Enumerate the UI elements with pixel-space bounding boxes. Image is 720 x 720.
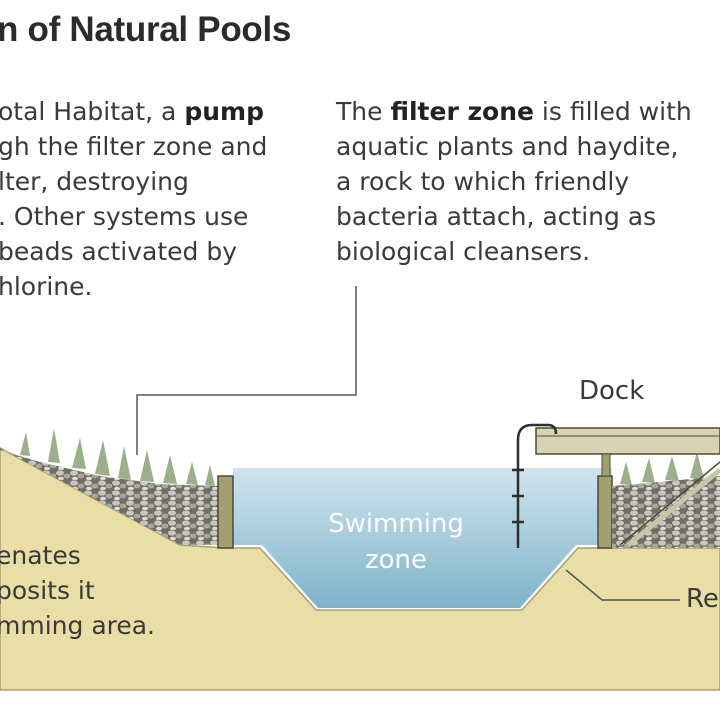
diagram-title: n of Natural Pools bbox=[0, 10, 292, 49]
oxygen-text-line-3: mming area. bbox=[0, 611, 156, 640]
pump-text-line-6: hlorine. bbox=[0, 272, 93, 301]
pump-term: pump bbox=[184, 97, 264, 126]
filter-text-line-1: The filter zone is filled with bbox=[336, 97, 692, 126]
oxygen-text-line-2: posits it bbox=[0, 576, 95, 605]
left-wall bbox=[217, 475, 234, 549]
right-aquatic-plants bbox=[620, 452, 704, 485]
left-aquatic-plants bbox=[20, 428, 215, 486]
regeneration-zone-label: Re bbox=[686, 584, 719, 614]
pump-text-line-5: beads activated by bbox=[0, 237, 238, 266]
pump-text-line-4: . Other systems use bbox=[0, 202, 249, 231]
right-wall bbox=[597, 475, 613, 549]
dock-label: Dock bbox=[579, 376, 645, 406]
pump-description: otal Habitat, a pump gh the filter zone … bbox=[0, 94, 267, 304]
filter-zone-leader-line bbox=[136, 286, 357, 455]
filter-text-line-3: a rock to which friendly bbox=[336, 167, 630, 196]
swimming-zone-label: Swimming zone bbox=[328, 509, 464, 575]
filter-zone-description: The filter zone is filled with aquatic p… bbox=[336, 94, 692, 269]
pump-text-line-3: lter, destroying bbox=[0, 167, 189, 196]
filter-text-line-2: aquatic plants and haydite, bbox=[336, 132, 679, 161]
dock bbox=[535, 427, 720, 547]
filter-text-line-4: bacteria attach, acting as bbox=[336, 202, 657, 231]
pump-text-line-1: otal Habitat, a pump bbox=[0, 97, 264, 126]
left-filter-rocks bbox=[0, 448, 218, 545]
oxygen-text-line-1: enates bbox=[0, 541, 81, 570]
filter-zone-term: filter zone bbox=[390, 97, 534, 126]
pool-ladder bbox=[512, 423, 558, 548]
filter-text-line-5: biological cleansers. bbox=[336, 237, 591, 266]
regeneration-leader-line bbox=[565, 569, 680, 601]
pump-text-line-2: gh the filter zone and bbox=[0, 132, 268, 161]
oxygenation-description: enates posits it mming area. bbox=[0, 538, 155, 643]
